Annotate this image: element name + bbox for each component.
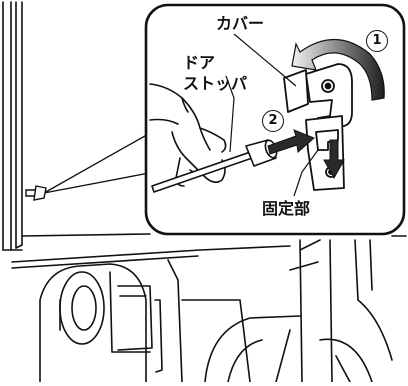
door-stopper-label-line2: ストッパ xyxy=(183,76,247,92)
cover-label: カバー xyxy=(216,16,264,32)
cover-part xyxy=(284,70,308,112)
step-1-marker: 1 xyxy=(366,30,388,52)
door-stopper-small xyxy=(26,186,46,200)
step-2-marker: 2 xyxy=(262,110,284,132)
door-stopper-label-line1: ドア xyxy=(183,55,215,71)
fixing-part-label: 固定部 xyxy=(262,201,310,217)
